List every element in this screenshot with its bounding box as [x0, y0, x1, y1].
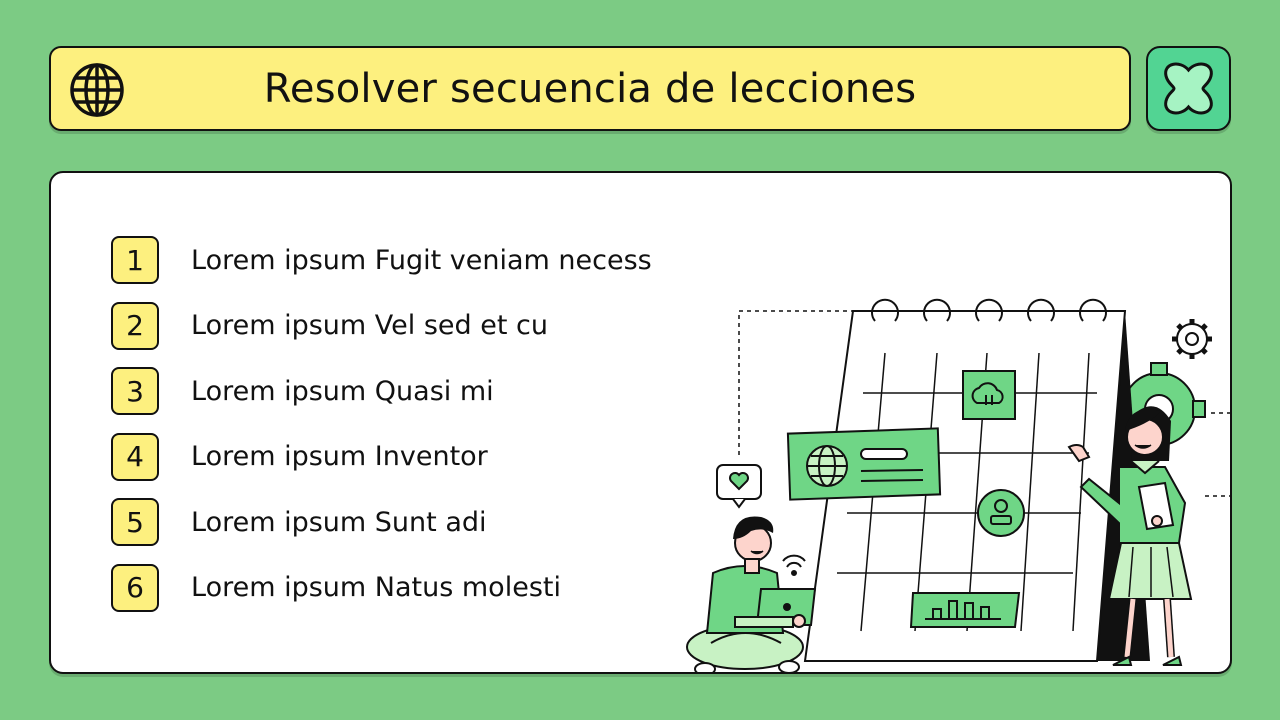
number-badge: 1 — [111, 236, 159, 284]
globe-card — [786, 427, 942, 501]
bar-chart-icon — [909, 592, 1021, 628]
gear-icon — [1172, 319, 1212, 359]
cloud-upload-icon — [962, 370, 1016, 420]
globe-icon — [70, 63, 124, 117]
list-item: 4 Lorem ipsum Inventor — [111, 432, 652, 482]
list-item-text: Lorem ipsum Vel sed et cu — [191, 310, 548, 341]
list-item-text: Lorem ipsum Inventor — [191, 441, 488, 472]
clover-icon — [1164, 62, 1213, 115]
wifi-icon — [782, 554, 806, 576]
calendar-team-illustration — [686, 298, 1230, 672]
list-item-text: Lorem ipsum Sunt adi — [191, 506, 487, 538]
standing-person — [1067, 406, 1193, 666]
list-item: 6 Lorem ipsum Natus molesti — [111, 563, 652, 613]
number-badge: 5 — [111, 498, 159, 546]
sitting-person — [686, 516, 817, 672]
list-item-text: Lorem ipsum Natus molesti — [191, 572, 561, 603]
list-item-text: Lorem ipsum Quasi mi — [191, 375, 494, 407]
list-item: 1 Lorem ipsum Fugit veniam necess — [111, 235, 652, 285]
heart-chat-icon — [716, 464, 762, 509]
number-badge: 2 — [111, 301, 159, 350]
card-globe-icon — [806, 445, 848, 487]
header-bar: Resolver secuencia de lecciones — [49, 46, 1131, 131]
number-badge: 3 — [111, 367, 159, 415]
list-item: 5 Lorem ipsum Sunt adi — [111, 497, 652, 547]
lesson-list: 1 Lorem ipsum Fugit veniam necess 2 Lore… — [111, 235, 652, 628]
content-panel: 1 Lorem ipsum Fugit veniam necess 2 Lore… — [49, 171, 1232, 674]
clover-button[interactable] — [1146, 46, 1231, 131]
number-badge: 6 — [111, 563, 159, 612]
list-item: 2 Lorem ipsum Vel sed et cu — [111, 301, 652, 351]
user-icon — [977, 489, 1025, 537]
page-title: Resolver secuencia de lecciones — [263, 65, 917, 112]
list-item-text: Lorem ipsum Fugit veniam necess — [191, 244, 652, 276]
number-badge: 4 — [111, 432, 159, 481]
list-item: 3 Lorem ipsum Quasi mi — [111, 366, 652, 416]
